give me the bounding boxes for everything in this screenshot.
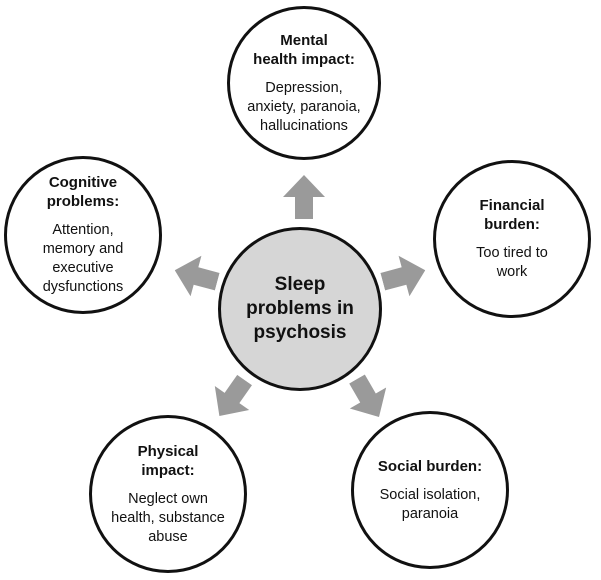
node-financial-burden-body: Too tired to work (476, 245, 548, 280)
node-social-burden: Social burden: Social isolation, paranoi… (351, 411, 509, 569)
arrow-icon (380, 255, 426, 297)
arrow-to-social-burden (339, 368, 397, 427)
node-physical-impact-body: Neglect own health, substance abuse (111, 490, 225, 545)
node-cognitive-problems-title: Cognitive problems: (46, 174, 120, 210)
arrow-icon (214, 374, 252, 417)
arrow-icon (174, 255, 220, 297)
node-mental-health-body: Depression, anxiety, paranoia, hallucina… (247, 79, 361, 134)
arrow-to-cognitive-problems (169, 250, 222, 302)
center-title: Sleep problems in psychosis (246, 274, 354, 343)
node-mental-health: Mental health impact: Depression, anxiet… (227, 6, 381, 160)
node-financial-burden: Financial burden: Too tired to work (433, 160, 591, 318)
node-financial-burden-title: Financial burden: (479, 197, 545, 233)
arrow-to-physical-impact (202, 368, 262, 428)
node-cognitive-problems-body: Attention, memory and executive dysfunct… (42, 222, 124, 295)
center-node: Sleep problems in psychosis (218, 227, 382, 391)
node-mental-health-title: Mental health impact: (253, 31, 355, 68)
node-social-burden-body: Social isolation, paranoia (379, 486, 481, 522)
node-cognitive-problems: Cognitive problems: Attention, memory an… (4, 156, 162, 314)
node-social-burden-title: Social burden: (377, 457, 483, 475)
node-physical-impact-title: Physical impact: (137, 442, 199, 479)
arrow-to-financial-burden (377, 250, 430, 302)
arrow-to-mental-health (283, 175, 325, 219)
arrow-icon (349, 374, 387, 418)
arrow-icon (283, 175, 325, 219)
node-physical-impact: Physical impact: Neglect own health, sub… (89, 415, 247, 573)
